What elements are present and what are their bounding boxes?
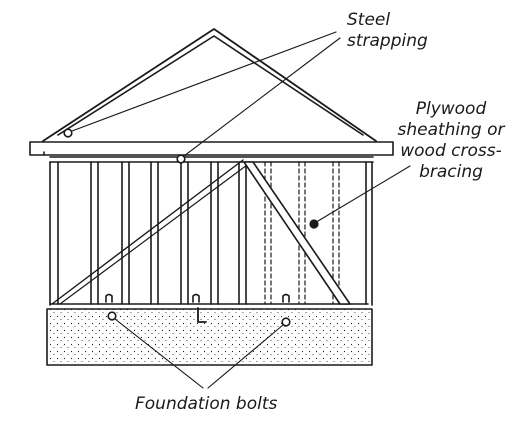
foundation-bolts	[105, 293, 291, 327]
plywood-sheathing-label: Plywood sheathing or wood cross- bracing	[396, 99, 506, 183]
sheathing-point	[309, 219, 319, 229]
plywood-label-line-3: wood cross-	[400, 141, 502, 161]
leader-lines	[71, 31, 411, 389]
wall-studs	[49, 161, 373, 306]
eave-bar	[29, 141, 394, 156]
plywood-label-line-4: bracing	[419, 162, 483, 182]
plywood-label-line-1: Plywood	[415, 99, 487, 119]
steel-strapping-line-1: Steel	[347, 10, 391, 30]
foundation-bolts-text: Foundation bolts	[135, 394, 278, 414]
roof-gable	[42, 28, 377, 142]
steel-strapping-line-2: strapping	[347, 31, 428, 51]
foundation	[46, 308, 373, 366]
wood-cross-brace	[243, 161, 351, 305]
plywood-label-line-2: sheathing or	[397, 120, 505, 140]
steel-strap-diagonal	[51, 159, 244, 305]
roof-inner-line	[57, 35, 364, 136]
wall-strap-point	[176, 154, 186, 164]
foundation-bolts-label: Foundation bolts	[135, 394, 277, 415]
roof-strap-point	[63, 128, 73, 138]
steel-strapping-label: Steel strapping	[347, 10, 428, 52]
